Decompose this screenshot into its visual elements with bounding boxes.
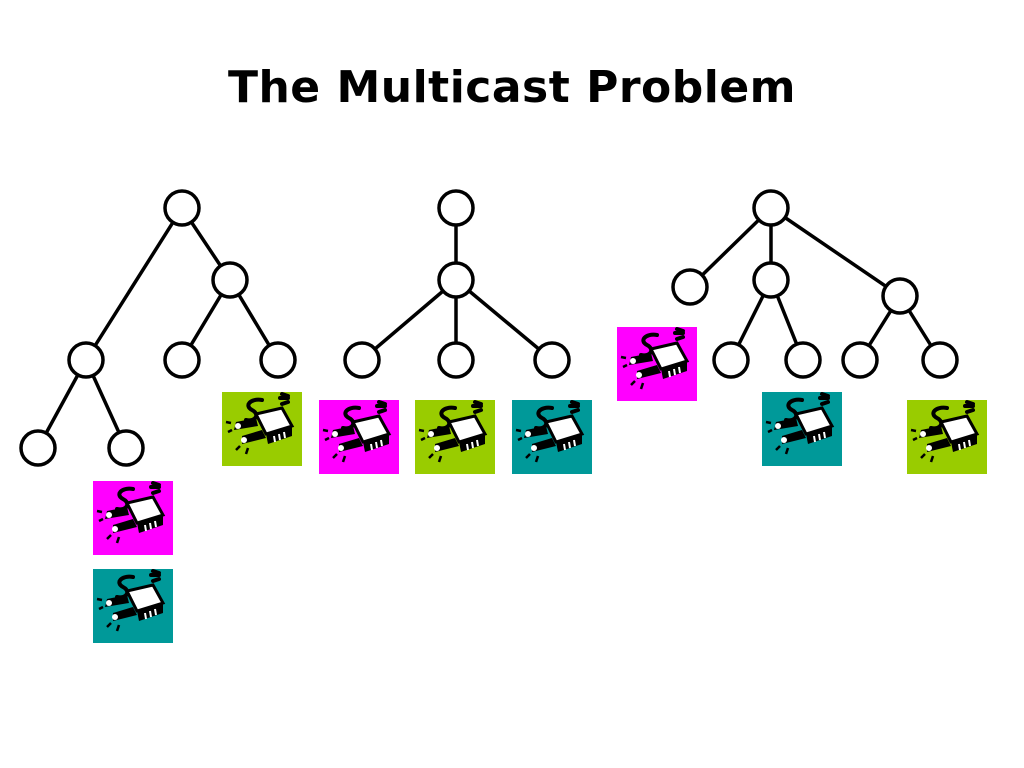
subscriber-plug-icon — [617, 327, 697, 401]
root-node — [752, 189, 790, 227]
subscriber-plug-icon — [907, 400, 987, 474]
leaf-node — [841, 341, 879, 379]
tree-edge — [454, 278, 554, 362]
tree-2 — [319, 189, 592, 474]
leaf-node — [163, 341, 201, 379]
router-node — [437, 261, 475, 299]
subscriber-plug-icon — [93, 569, 173, 643]
root-node — [163, 189, 201, 227]
leaf-node — [107, 429, 145, 467]
leaf-node — [19, 429, 57, 467]
root-node — [437, 189, 475, 227]
subscriber-plug-icon — [512, 400, 592, 474]
leaf-node — [437, 341, 475, 379]
leaf-node — [343, 341, 381, 379]
tree-edge — [688, 206, 773, 289]
leaf-node — [533, 341, 571, 379]
slide-title: The Multicast Problem — [227, 62, 797, 113]
leaf-node — [784, 341, 822, 379]
subscriber-plug-icon — [319, 400, 399, 474]
leaf-node — [259, 341, 297, 379]
subscriber-plug-icon — [93, 481, 173, 555]
tree-3 — [617, 189, 987, 474]
leaf-node — [921, 341, 959, 379]
tree-edge — [360, 278, 458, 362]
tree-edge — [84, 206, 184, 362]
tree-edge — [769, 206, 902, 298]
subscriber-plug-icon — [415, 400, 495, 474]
tree-1 — [19, 189, 302, 643]
router-node — [67, 341, 105, 379]
subscriber-plug-icon — [222, 392, 302, 466]
router-node — [211, 261, 249, 299]
leaf-node — [671, 268, 709, 306]
router-node — [752, 261, 790, 299]
leaf-node — [712, 341, 750, 379]
subscriber-plug-icon — [762, 392, 842, 466]
router-node — [881, 277, 919, 315]
